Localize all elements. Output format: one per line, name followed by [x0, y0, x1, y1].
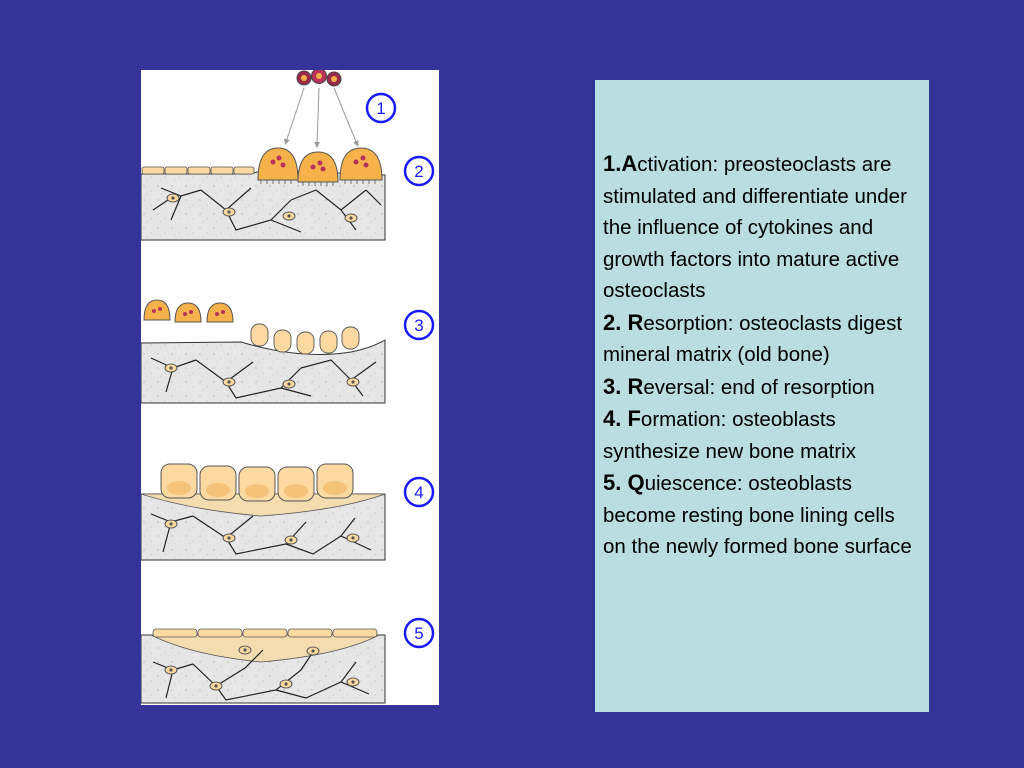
bone-remodeling-figure: 1 2 3 4 5 — [141, 70, 439, 705]
lining-cells — [141, 166, 255, 175]
osteoblasts — [160, 463, 354, 502]
stage-1-activation — [284, 70, 359, 148]
svg-text:3: 3 — [414, 316, 423, 335]
svg-text:4: 4 — [414, 483, 423, 502]
svg-text:5: 5 — [414, 624, 423, 643]
stage-2-resorption — [141, 147, 386, 241]
step-text: ctivation: preosteoclasts are stimulated… — [603, 153, 907, 302]
step-reversal: 3. Reversal: end of resorption — [603, 371, 921, 404]
detaching-osteoclasts — [143, 299, 234, 323]
svg-text:1: 1 — [376, 99, 385, 118]
step-number: 5. — [603, 470, 628, 495]
svg-text:2: 2 — [414, 162, 423, 181]
step-initial: Q — [627, 470, 645, 495]
step-initial: R — [627, 373, 644, 399]
bone-lining-cells — [152, 628, 378, 638]
steps-text-panel: 1.Activation: preosteoclasts are stimula… — [595, 80, 929, 712]
stage-markers: 1 2 3 4 5 — [365, 92, 435, 649]
step-number: 4. — [603, 406, 628, 431]
new-bone-matrix — [141, 493, 386, 517]
stage-marker-1: 1 — [365, 92, 397, 124]
stage-marker-4: 4 — [403, 476, 435, 508]
step-number: 3. — [603, 373, 628, 399]
preosteoclast-cluster — [296, 70, 342, 87]
step-quiescence: 5. Quiescence: osteoblasts become restin… — [603, 467, 921, 563]
newly-formed-bone — [150, 634, 380, 663]
step-initial: F — [627, 406, 641, 431]
mononuclear-cells — [250, 323, 360, 355]
step-resorption: 2. Resorption: osteoclasts digest minera… — [603, 307, 921, 371]
stage-marker-3: 3 — [403, 309, 435, 341]
step-number: 1. — [603, 151, 622, 176]
step-text: ormation: osteoblasts synthesize new bon… — [603, 408, 856, 463]
stage-5-quiescence — [141, 628, 386, 704]
step-initial: R — [627, 309, 644, 335]
step-formation: 4. Formation: osteoblasts synthesize new… — [603, 403, 921, 467]
step-text: eversal: end of resorption — [643, 375, 875, 399]
remodeling-diagram: 1 2 3 4 5 — [141, 70, 435, 704]
stage-3-reversal — [141, 299, 386, 404]
osteoclasts — [257, 147, 383, 186]
stage-4-formation — [141, 463, 386, 561]
step-text: uiescence: osteoblasts become resting bo… — [603, 472, 912, 558]
step-initial: A — [621, 151, 638, 176]
stage-marker-5: 5 — [403, 617, 435, 649]
stage-marker-2: 2 — [403, 155, 435, 187]
migration-arrows — [284, 87, 359, 148]
step-activation: 1.Activation: preosteoclasts are stimula… — [603, 148, 921, 307]
step-number: 2. — [603, 309, 628, 335]
step-text: esorption: osteoclasts digest mineral ma… — [603, 311, 903, 367]
